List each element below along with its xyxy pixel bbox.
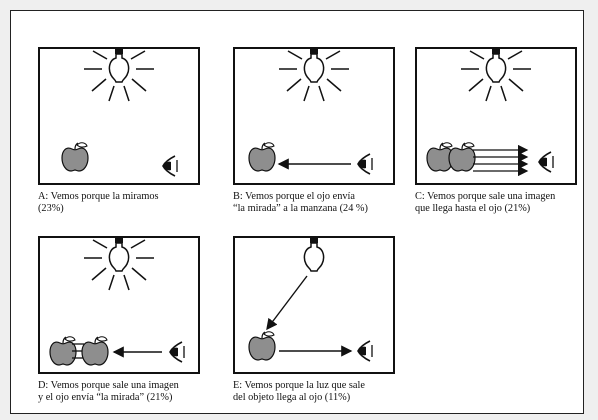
caption-e: E: Vemos porque la luz que sale del obje…	[233, 380, 365, 403]
caption-d: D: Vemos porque sale una imagen y el ojo…	[38, 380, 179, 403]
panel-c	[415, 47, 577, 185]
eye-icon	[357, 153, 373, 175]
caption-b: B: Vemos porque el ojo envía “la mirada”…	[233, 191, 368, 214]
caption-c: C: Vemos porque sale una imagen que lleg…	[415, 191, 556, 214]
caption-a: A: Vemos porque la miramos (23%)	[38, 191, 159, 214]
figure-frame: A: Vemos porque la miramos (23%)	[10, 10, 584, 414]
eye-icon	[538, 151, 554, 173]
image-arrows	[473, 144, 529, 177]
panel-a	[38, 47, 200, 185]
light-ray-arrow	[266, 275, 308, 331]
apple-icon	[61, 142, 89, 172]
apple-icon	[248, 331, 276, 361]
light-bulb-icon	[84, 236, 154, 291]
light-bulb-icon	[303, 236, 325, 272]
eye-icon	[162, 155, 178, 177]
panel-d	[38, 236, 200, 374]
light-bulb-icon	[279, 47, 349, 102]
light-bulb-icon	[84, 47, 154, 102]
apple-image-icon	[448, 142, 476, 172]
apple-image-icon	[81, 336, 109, 366]
eye-icon	[357, 340, 373, 362]
panel-b	[233, 47, 395, 185]
apple-icon	[248, 142, 276, 172]
apple-icon	[426, 142, 454, 172]
panel-e	[233, 236, 395, 374]
eye-icon	[169, 341, 185, 363]
light-bulb-icon	[461, 47, 531, 102]
apple-icon	[49, 336, 77, 366]
